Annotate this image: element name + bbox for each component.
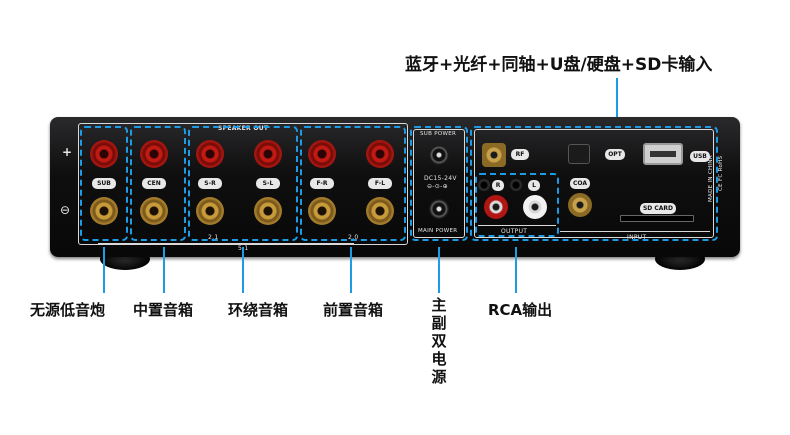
- usb-port[interactable]: [643, 143, 683, 165]
- output-label: OUTPUT: [501, 228, 528, 235]
- opt-tag: OPT: [605, 149, 625, 160]
- input-label: INPUT: [627, 234, 647, 241]
- power-callout-line: [438, 247, 440, 293]
- surround-callout-line: [242, 247, 244, 293]
- sd-card-slot[interactable]: [620, 215, 694, 222]
- center-callout-line: [163, 247, 165, 293]
- amplifier-rear-panel: + ⊖ SPEAKER OUT 2.1 5.1 2.0 SUB CEN S-R …: [50, 117, 740, 257]
- cen-black-terminal[interactable]: [140, 197, 168, 225]
- center-speaker-label: 中置音箱: [133, 301, 194, 319]
- rca-output-label: RCA输出: [488, 301, 553, 319]
- dc-spec-label: DC15-24V: [424, 175, 457, 182]
- surround-speaker-label: 环绕音箱: [228, 301, 289, 319]
- input-underline: [560, 231, 710, 232]
- fl-tag: F-L: [368, 178, 392, 189]
- sub-callout-line: [103, 247, 105, 293]
- rf-antenna-jack[interactable]: [482, 143, 506, 167]
- fr-tag: F-R: [310, 178, 334, 189]
- center-section: [130, 126, 186, 241]
- sub-tag: SUB: [92, 178, 116, 189]
- power-section: [410, 126, 468, 241]
- sr-tag: S-R: [198, 178, 222, 189]
- l-tag: L: [528, 180, 540, 191]
- sd-card-tag: SD CARD: [640, 203, 676, 214]
- input-section: [470, 126, 718, 241]
- group-21-label: 2.1: [208, 234, 219, 241]
- cen-tag: CEN: [142, 178, 166, 189]
- bracket-51: [98, 243, 354, 244]
- main-power-label: MAIN POWER: [418, 228, 458, 234]
- input-frame: [474, 129, 714, 238]
- output-underline: [478, 225, 556, 226]
- output-hole-mid: [510, 179, 522, 191]
- coaxial-jack[interactable]: [568, 193, 592, 217]
- cert-label: CE FC RoHS: [718, 155, 724, 191]
- dc-polarity-label: ⊖-⊙-⊕: [427, 183, 448, 190]
- input-sources-label: 蓝牙+光纤+同轴+U盘/硬盘+SD卡输入: [405, 55, 713, 75]
- sr-red-terminal[interactable]: [196, 140, 224, 168]
- sub-section: [80, 126, 128, 241]
- power-frame: [413, 129, 465, 238]
- rca-left-output[interactable]: [523, 195, 547, 219]
- sl-tag: S-L: [256, 178, 280, 189]
- sl-red-terminal[interactable]: [254, 140, 282, 168]
- sub-power-jack[interactable]: [429, 145, 449, 165]
- fr-black-terminal[interactable]: [308, 197, 336, 225]
- sub-red-terminal[interactable]: [90, 140, 118, 168]
- surround-section: [188, 126, 298, 241]
- front-callout-line: [350, 247, 352, 293]
- sub-black-terminal[interactable]: [90, 197, 118, 225]
- dual-power-label: 主 副 双 电 源: [431, 296, 447, 386]
- plus-symbol: +: [62, 145, 73, 159]
- sub-power-label: SUB POWER: [420, 131, 457, 137]
- front-speaker-label: 前置音箱: [323, 301, 384, 319]
- rca-callout-line: [515, 247, 517, 293]
- minus-symbol: ⊖: [60, 203, 71, 217]
- group-20-label: 2.0: [348, 234, 359, 241]
- r-tag: R: [492, 180, 504, 191]
- output-section: [475, 173, 559, 237]
- made-in-label: MADE IN CHINA: [708, 155, 714, 202]
- fl-red-terminal[interactable]: [366, 140, 394, 168]
- fr-red-terminal[interactable]: [308, 140, 336, 168]
- speaker-out-label: SPEAKER OUT: [218, 125, 269, 132]
- optical-port[interactable]: [568, 144, 590, 164]
- fl-black-terminal[interactable]: [366, 197, 394, 225]
- sr-black-terminal[interactable]: [196, 197, 224, 225]
- speaker-frame: [78, 123, 408, 245]
- front-section: [300, 126, 406, 241]
- subwoofer-label: 无源低音炮: [30, 301, 106, 319]
- input-callout-line: [616, 78, 618, 126]
- cen-red-terminal[interactable]: [140, 140, 168, 168]
- coa-tag: COA: [570, 178, 590, 189]
- rca-right-output[interactable]: [484, 195, 508, 219]
- sl-black-terminal[interactable]: [254, 197, 282, 225]
- output-hole-left: [478, 179, 490, 191]
- usb-tag: USB: [690, 151, 710, 162]
- main-power-jack[interactable]: [429, 199, 449, 219]
- rf-tag: RF: [511, 149, 529, 160]
